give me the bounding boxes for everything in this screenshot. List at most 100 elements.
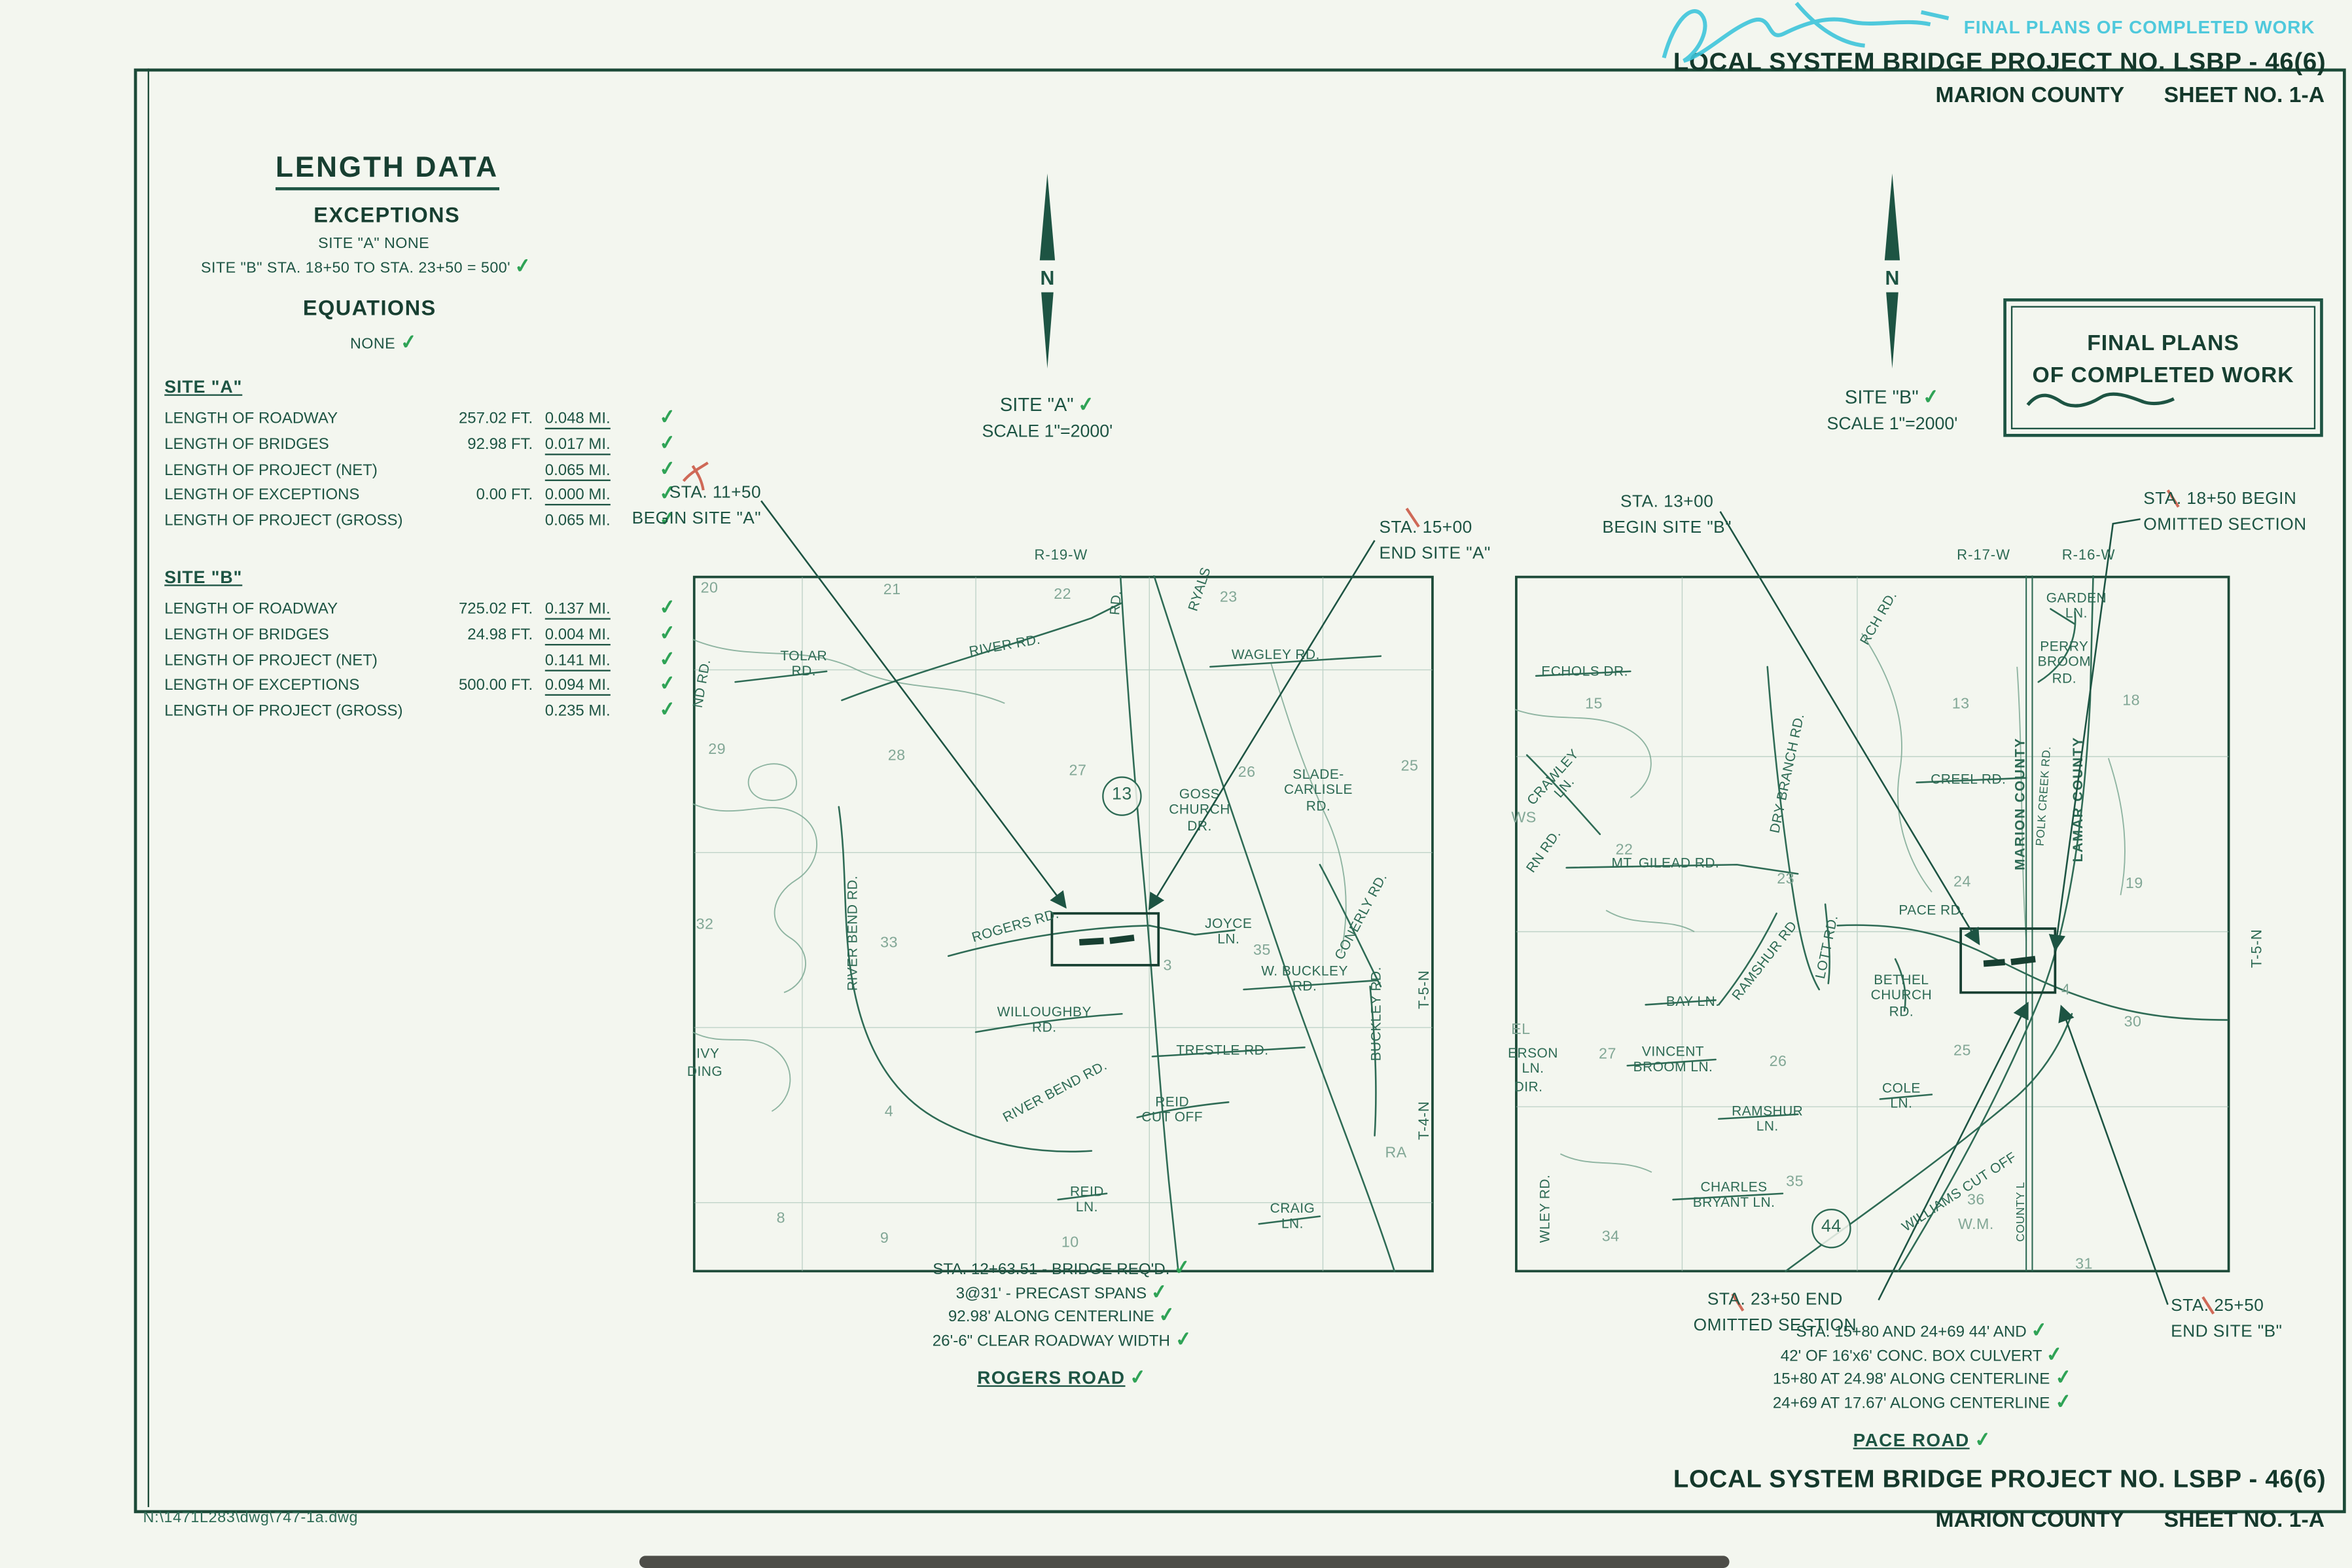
- site-b-length-table: SITE "B" LENGTH OF ROADWAY 725.02 FT. 0.…: [164, 569, 712, 724]
- site-a-caption-text: SITE "A": [999, 394, 1074, 416]
- callout-desc: END SITE "A": [1379, 544, 1491, 563]
- map-b-border: [1515, 575, 2230, 1273]
- length-row: LENGTH OF ROADWAY 257.02 FT. 0.048 MI. ✓: [164, 404, 712, 432]
- site-b-table-title: SITE "B": [164, 569, 243, 588]
- check-icon: ✓: [2053, 1365, 2073, 1390]
- map-b-project-limits: [1959, 927, 2057, 994]
- exception-line-2: SITE "B" STA. 18+50 TO STA. 23+50 = 500'…: [201, 253, 533, 278]
- row-miles: 0.094 MI.: [544, 678, 611, 696]
- row-miles: 0.004 MI.: [544, 627, 611, 645]
- check-icon: ✓: [658, 696, 677, 722]
- county-label-top: MARION COUNTY: [1935, 83, 2125, 109]
- sheet-border: [134, 68, 2346, 1514]
- road-name-rogers: ROGERS ROAD✓: [977, 1364, 1148, 1389]
- row-miles: 0.017 MI.: [544, 437, 611, 455]
- row-feet: 92.98 FT.: [467, 437, 533, 454]
- note-text: 42' OF 16'x6' CONC. BOX CULVERT: [1780, 1348, 2042, 1365]
- map-b-water-terrain: [1514, 633, 2126, 1173]
- length-row: LENGTH OF PROJECT (NET) 0.141 MI. ✓: [164, 645, 712, 673]
- check-icon: ✓: [2053, 1389, 2073, 1414]
- length-row: LENGTH OF EXCEPTIONS 0.00 FT. 0.000 MI. …: [164, 481, 712, 508]
- callout-begin-omitted: STA. 18+50 BEGIN OMITTED SECTION: [2143, 487, 2306, 539]
- callout-end-site-b: STA. 25+50 END SITE "B": [2171, 1294, 2282, 1345]
- check-icon: ✓: [2045, 1341, 2065, 1366]
- callout-end-omitted: STA. 23+50 END OMITTED SECTION: [1675, 1288, 1876, 1340]
- check-icon: ✓: [399, 329, 418, 354]
- row-label: LENGTH OF PROJECT (NET): [164, 652, 378, 669]
- row-label: LENGTH OF PROJECT (NET): [164, 462, 378, 479]
- sheet-number-top: SHEET NO. 1-A: [2164, 83, 2325, 109]
- length-row: LENGTH OF BRIDGES 92.98 FT. 0.017 MI. ✓: [164, 430, 712, 457]
- check-icon: ✓: [1173, 1327, 1193, 1352]
- equations-value-text: NONE: [350, 336, 396, 353]
- row-label: LENGTH OF EXCEPTIONS: [164, 488, 360, 505]
- row-feet: 24.98 FT.: [467, 626, 533, 644]
- callout-desc: BEGIN SITE "A": [632, 510, 762, 529]
- length-data-title: LENGTH DATA: [276, 152, 499, 190]
- final-plans-stamp: FINAL PLANS OF COMPLETED WORK: [2003, 298, 2323, 437]
- row-miles: 0.065 MI.: [544, 513, 611, 530]
- check-icon: ✓: [658, 671, 677, 696]
- stamp-note-cyan: FINAL PLANS OF COMPLETED WORK: [1963, 16, 2315, 39]
- exceptions-title: EXCEPTIONS: [313, 202, 461, 227]
- row-feet: 0.00 FT.: [476, 488, 533, 505]
- check-icon: ✓: [1173, 1255, 1192, 1280]
- map-a-water-terrain: [692, 639, 1347, 1112]
- check-icon: ✓: [658, 594, 677, 619]
- callout-station: STA. 15+00: [1379, 519, 1472, 538]
- project-title-top: LOCAL SYSTEM BRIDGE PROJECT NO. LSBP - 4…: [1673, 48, 2326, 77]
- site-b-caption-text: SITE "B": [1844, 386, 1919, 408]
- note-text: STA. 15+80 AND 24+69 44' AND: [1796, 1324, 2027, 1342]
- map-b-county-line: [2025, 575, 2033, 1272]
- map-a-project-limits: [1050, 912, 1160, 967]
- check-icon: ✓: [1077, 391, 1096, 417]
- check-icon: ✓: [658, 455, 677, 480]
- note-text: STA. 12+63.51 - BRIDGE REQ'D.: [933, 1262, 1170, 1279]
- check-icon: ✓: [658, 645, 677, 671]
- check-icon: ✓: [1128, 1364, 1148, 1389]
- map-b-roads: [1525, 575, 2228, 1272]
- check-icon: ✓: [514, 253, 533, 278]
- callout-desc: OMITTED SECTION: [1693, 1317, 1857, 1335]
- callout-station: STA. 25+50: [2171, 1296, 2264, 1315]
- site-a-bridge-notes: STA. 12+63.51 - BRIDGE REQ'D.✓ 3@31' - P…: [898, 1255, 1225, 1391]
- length-row: LENGTH OF PROJECT (NET) 0.065 MI. ✓: [164, 455, 712, 483]
- callout-end-site-a: STA. 15+00 END SITE "A": [1380, 516, 1491, 568]
- dwg-file-path: N:\1471L283\dwg\747-1a.dwg: [143, 1510, 359, 1527]
- callout-desc: BEGIN SITE "B": [1602, 519, 1732, 538]
- row-miles: 0.000 MI.: [544, 488, 611, 507]
- exception-line-2-text: SITE "B" STA. 18+50 TO STA. 23+50 = 500': [201, 260, 511, 277]
- row-label: LENGTH OF PROJECT (GROSS): [164, 704, 403, 721]
- check-icon: ✓: [1972, 1427, 1992, 1452]
- north-letter: N: [1041, 268, 1055, 289]
- length-row: LENGTH OF ROADWAY 725.02 FT. 0.137 MI. ✓: [164, 594, 712, 622]
- site-b-caption: SITE "B"✓: [1801, 384, 1984, 408]
- final-plans-stamp-inner: FINAL PLANS OF COMPLETED WORK: [2010, 306, 2316, 429]
- row-feet: 500.00 FT.: [458, 678, 533, 695]
- callout-begin-site-b: STA. 13+00 BEGIN SITE "B": [1560, 490, 1773, 542]
- scan-edge-artifact: [639, 1556, 1730, 1568]
- check-icon: ✓: [2029, 1317, 2049, 1342]
- callout-station: STA. 23+50 END: [1707, 1291, 1843, 1310]
- row-label: LENGTH OF ROADWAY: [164, 411, 338, 428]
- north-arrow-icon: N: [1884, 173, 1900, 368]
- road-name-pace: PACE ROAD✓: [1853, 1427, 1992, 1452]
- equations-title: EQUATIONS: [302, 295, 437, 320]
- north-letter: N: [1885, 268, 1900, 289]
- row-miles: 0.141 MI.: [544, 652, 611, 671]
- row-label: LENGTH OF BRIDGES: [164, 626, 329, 644]
- callout-begin-site-a: STA. 11+50 BEGIN SITE "A": [632, 481, 762, 533]
- check-icon: ✓: [1150, 1279, 1169, 1304]
- length-row: LENGTH OF PROJECT (GROSS) 0.235 MI. ✓: [164, 696, 712, 724]
- project-title-bottom: LOCAL SYSTEM BRIDGE PROJECT NO. LSBP - 4…: [1673, 1466, 2326, 1494]
- site-b-scale: SCALE 1"=2000': [1826, 416, 1958, 434]
- length-row: LENGTH OF EXCEPTIONS 500.00 FT. 0.094 MI…: [164, 671, 712, 699]
- site-a-scale: SCALE 1"=2000': [982, 423, 1113, 442]
- note-text: 92.98' ALONG CENTERLINE: [948, 1310, 1154, 1327]
- row-label: LENGTH OF PROJECT (GROSS): [164, 513, 403, 530]
- callout-desc: END SITE "B": [2171, 1323, 2283, 1342]
- sheet-margin-line: [147, 68, 149, 1507]
- map-a-roads: [734, 575, 1396, 1272]
